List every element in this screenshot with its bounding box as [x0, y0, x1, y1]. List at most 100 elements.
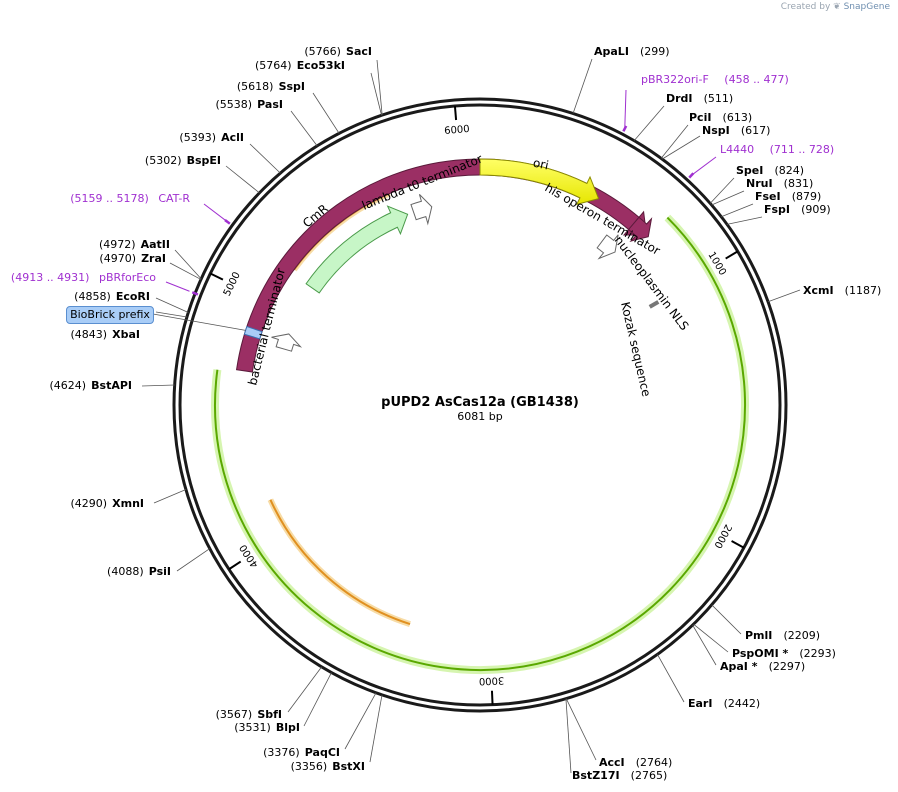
tick-mark-2000 — [731, 540, 745, 549]
enzyme-label-bstxi: (3356) BstXI — [291, 755, 365, 774]
tick-label-5000: 5000 — [222, 270, 243, 298]
leader-line-23 — [721, 203, 754, 218]
primer-leader-1 — [690, 156, 717, 176]
leader-line-29 — [657, 654, 685, 703]
enzyme-label-nspi: NspI (617) — [702, 119, 770, 138]
leader-line-10 — [141, 384, 175, 387]
leader-line-16 — [369, 694, 383, 763]
leader-line-19 — [660, 124, 689, 159]
backbone-inner-ring — [178, 103, 782, 707]
primer-site-mark-3 — [191, 291, 199, 296]
biobrick-leader — [152, 313, 246, 331]
leader-line-18 — [633, 105, 665, 141]
enzyme-label-ecori: (4858) EcoRI — [74, 285, 150, 304]
leader-line-21 — [709, 177, 735, 204]
enzyme-label-paqci: (3376) PaqCI — [263, 741, 340, 760]
kozak-sequence-feature — [648, 300, 660, 309]
enzyme-label-sbfi: (3567) SbfI — [216, 703, 282, 722]
primer-leader-0 — [624, 89, 627, 129]
nucleoplasmin-nls-feature — [627, 216, 653, 242]
primer-label-cat-r: (5159 .. 5178) CAT-R — [70, 192, 190, 205]
leader-line-27 — [693, 623, 729, 653]
tick-mark-5000 — [209, 272, 224, 281]
enzyme-label-fspi: FspI (909) — [764, 198, 831, 217]
leader-line-25 — [767, 289, 801, 303]
enzyme-label-bstapi: (4624) BstAPI — [49, 374, 132, 393]
tick-mark-3000 — [490, 690, 494, 705]
enzyme-label-bspei: (5302) BspEI — [145, 149, 221, 168]
bacterial-terminator-feature — [271, 333, 303, 352]
ascpf1-label: AsCpf1 — [498, 641, 542, 659]
backbone — [172, 97, 788, 713]
leader-line-12 — [176, 548, 211, 572]
enzyme-label-xcmi: XcmI (1187) — [803, 279, 881, 298]
enzyme-label-sspi: (5618) SspI — [237, 75, 305, 94]
leader-line-9 — [155, 311, 187, 318]
enzyme-label-fsei: FseI (879) — [755, 185, 821, 204]
tick-mark-4000 — [228, 560, 242, 571]
watermark-prefix: Created by — [780, 2, 831, 12]
tick-label-6000: 6000 — [444, 124, 470, 137]
enzyme-label-bstz17i: BstZ17I (2765) — [572, 764, 667, 783]
enzyme-labels: (5766) SacI (5764) Eco53kI (5618) SspI (… — [49, 40, 881, 783]
enzyme-label-aatii: (4972) AatII — [99, 233, 170, 252]
ori-label: ori — [532, 156, 550, 173]
leader-line-6 — [174, 249, 202, 280]
enzyme-label-pcii: PciI (613) — [689, 106, 752, 125]
leader-line-8 — [155, 297, 189, 313]
plasmid-center: pUPD2 AsCas12a (GB1438) 6081 bp — [381, 395, 579, 423]
leader-line-26 — [711, 604, 742, 635]
primer-leader-2 — [203, 203, 228, 223]
leader-line-31 — [565, 698, 572, 774]
enzyme-label-nrui: NruI (831) — [746, 172, 813, 191]
enzyme-label-xmni: (4290) XmnI — [70, 492, 144, 511]
snapgene-watermark: Created by ❦ SnapGene — [781, 2, 890, 12]
feature-layer — [191, 125, 695, 373]
leader-line-28 — [692, 624, 717, 666]
primer-labels: pBR322ori-F (458 .. 477) L4440 (711 .. 7… — [11, 73, 834, 284]
enzyme-label-pmli: PmlI (2209) — [745, 624, 820, 643]
leader-line-7 — [169, 262, 202, 280]
lambda-t0-terminator-feature — [410, 193, 433, 226]
enzyme-label-acli: (5393) AclI — [179, 126, 244, 145]
leader-line-20 — [661, 135, 701, 160]
enzyme-label-apali: ApaLI (299) — [594, 40, 670, 59]
snapgene-logo-icon: ❦ — [833, 2, 841, 12]
biobrick-prefix-feature — [243, 325, 263, 340]
leader-line-13 — [287, 666, 322, 713]
plasmid-size: 6081 bp — [457, 410, 502, 423]
primer-label-pbr322ori-f: pBR322ori-F (458 .. 477) — [641, 73, 789, 86]
leader-line-1 — [370, 72, 382, 116]
tick-label-3000: 3000 — [479, 674, 505, 686]
enzyme-label-pasi: (5538) PasI — [215, 93, 283, 112]
orange-strand-line-lower — [269, 499, 411, 626]
enzyme-label-xbai: (4843) XbaI — [70, 323, 140, 342]
tick-mark-6000 — [453, 105, 458, 121]
enzyme-label-eari: EarI (2442) — [688, 692, 760, 711]
leader-line-2 — [312, 92, 340, 134]
his-operon-terminator-feature — [596, 234, 619, 260]
enzyme-label-spei: SpeI (824) — [736, 159, 804, 178]
enzyme-label-saci: (5766) SacI — [304, 40, 372, 59]
enzyme-label-blpi: (3531) BlpI — [234, 716, 300, 735]
kozak-sequence-label: Kozak sequence — [618, 301, 653, 399]
leader-line-0 — [376, 59, 383, 116]
leader-line-3 — [290, 110, 318, 147]
primer-label-pbrforeco: (4913 .. 4931) pBRforEco — [11, 271, 156, 284]
leader-line-11 — [153, 489, 187, 504]
leader-line-15 — [344, 692, 377, 750]
enzyme-label-zrai: (4970) ZraI — [99, 247, 166, 266]
leader-line-30 — [565, 698, 597, 761]
leader-line-14 — [303, 672, 332, 727]
leader-line-24 — [726, 216, 763, 225]
backbone-outer-ring — [172, 97, 788, 713]
leader-line-4 — [249, 143, 281, 174]
tick-mark-1000 — [725, 250, 739, 260]
enzyme-label-apai: ApaI * (2297) — [720, 655, 805, 674]
enzyme-label-psii: (4088) PsiI — [107, 560, 171, 579]
plasmid-name: pUPD2 AsCas12a (GB1438) — [381, 395, 579, 410]
enzyme-label-eco53ki: (5764) Eco53kI — [255, 54, 345, 73]
leader-line-5 — [225, 165, 260, 194]
leader-layer — [141, 58, 801, 774]
